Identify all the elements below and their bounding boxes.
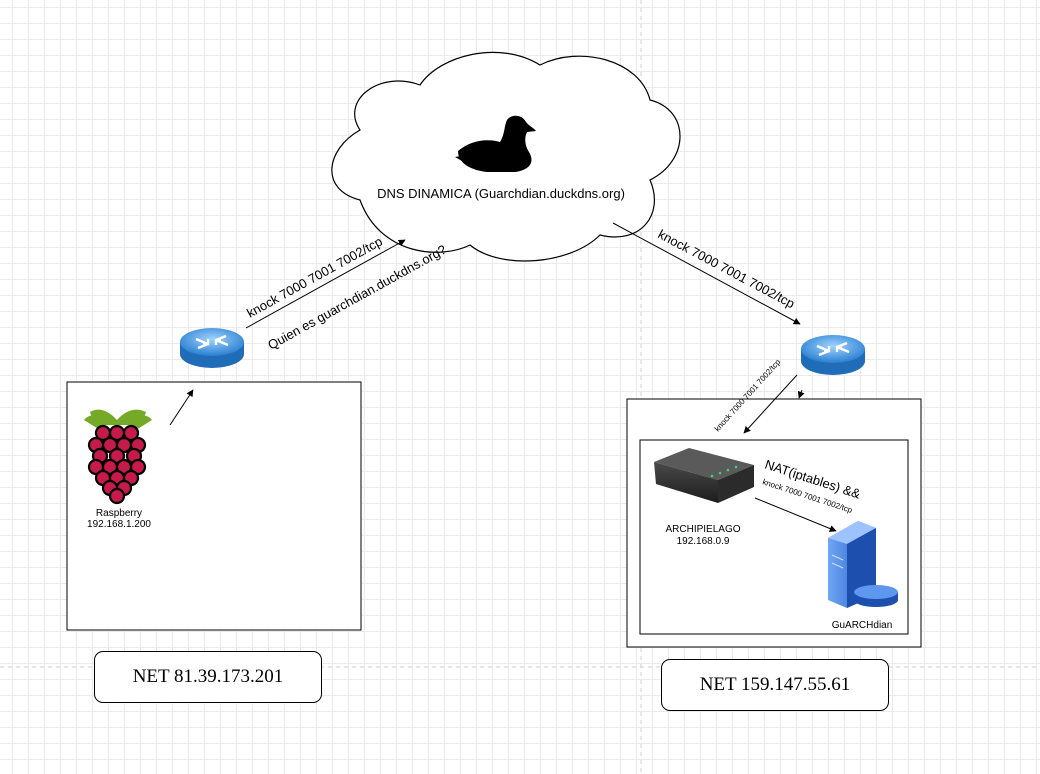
server-icon[interactable] [828, 521, 898, 608]
left-router-icon[interactable] [180, 328, 244, 368]
left-net-label: NET 81.39.173.201 [132, 666, 284, 687]
arrow-archipielago-to-server [754, 497, 837, 532]
duck-icon [455, 115, 536, 172]
raspberry-drupelet [122, 424, 140, 442]
arrow-router-down-short [797, 389, 805, 399]
raspberry-drupelet [108, 487, 126, 505]
archipielago-ip: 192.168.0.9 [677, 536, 730, 547]
dns-cloud[interactable]: DNS DINAMICA (Guarchdian.duckdns.org) [331, 51, 681, 262]
archipielago-router-icon[interactable] [654, 448, 754, 503]
arrow-cloud-to-right-router [612, 222, 801, 325]
left-network-box[interactable] [66, 381, 362, 631]
edge-label-knock-right: knock 7000 7001 7002/tcp [656, 226, 798, 311]
raspberry-name: Raspberry [96, 508, 142, 519]
right-net-label: NET 159.147.55.61 [699, 674, 851, 695]
raspberry-icon [84, 409, 152, 505]
left-net-label-box[interactable]: NET 81.39.173.201 [94, 651, 322, 703]
edge-label-knock-left: knock 7000 7001 7002/tcp [244, 234, 385, 321]
arrow-router-to-archipielago [743, 374, 798, 434]
right-router-icon[interactable] [801, 335, 865, 375]
raspberry-ip: 192.168.1.200 [87, 519, 151, 530]
server-name: GuARCHdian [832, 620, 893, 631]
arrow-raspberry-to-router [169, 389, 194, 426]
cloud-label: DNS DINAMICA (Guarchdian.duckdns.org) [377, 186, 625, 201]
right-net-label-box[interactable]: NET 159.147.55.61 [661, 659, 889, 711]
arrow-router-to-cloud [245, 239, 406, 329]
archipielago-name: ARCHIPIELAGO [665, 524, 740, 535]
